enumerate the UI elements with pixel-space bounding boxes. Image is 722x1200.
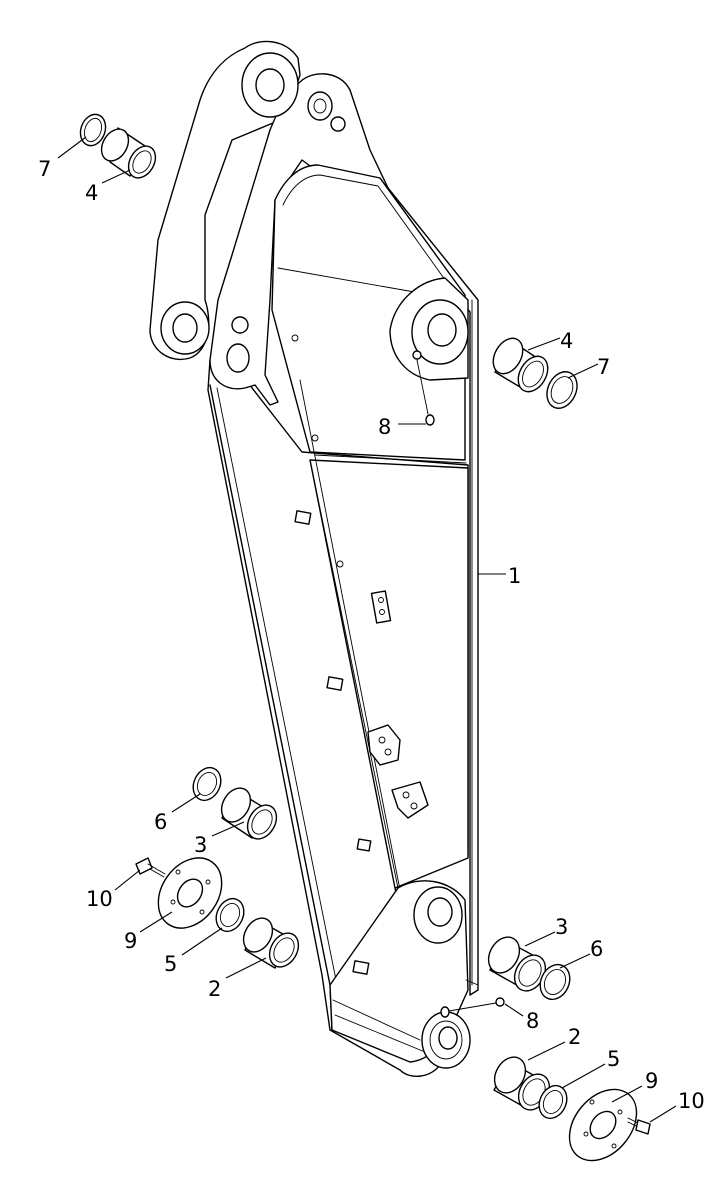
bushing-bottom-right (493, 1056, 551, 1111)
boss-top-front (307, 91, 333, 121)
grease-fitting-upper (412, 350, 435, 426)
arm-lower-face (309, 459, 469, 889)
arm-assembly (149, 40, 479, 1077)
callout-2-left: 2 (208, 977, 221, 1001)
leader-7-left (57, 136, 87, 159)
leader-2-left (225, 957, 267, 979)
callout-6-right: 6 (590, 937, 603, 961)
callout-5-left: 5 (164, 952, 177, 976)
boss-left-front (226, 343, 250, 373)
bracket-1 (367, 724, 401, 766)
seal-right-lower (539, 963, 571, 1001)
plate-bottom-right (568, 1088, 638, 1162)
callout-4-upper-left: 4 (85, 181, 98, 205)
callout-7-upper-right: 7 (597, 355, 610, 379)
leader-5-left (181, 927, 223, 956)
pad-1 (294, 510, 312, 525)
bracket-2 (391, 781, 429, 819)
leader-3-right (524, 931, 556, 947)
leader-9-right (611, 1085, 643, 1103)
pad-2 (370, 590, 392, 624)
leader-10-right (649, 1105, 677, 1123)
callout-4-upper-right: 4 (560, 329, 573, 353)
leader-4-left (101, 169, 131, 184)
leader-9-left (139, 911, 173, 933)
callout-9-right: 9 (645, 1069, 658, 1093)
bushing-right-lower (487, 936, 547, 992)
seal-bottom-right (538, 1084, 568, 1120)
grease-fitting-lower (440, 997, 505, 1018)
leader-lines (57, 136, 677, 1123)
callout-9-left: 9 (124, 929, 137, 953)
leader-6-left (171, 793, 201, 813)
leader-7-right (567, 363, 599, 379)
bolt-lower-left (135, 857, 166, 878)
seal-mid-left (192, 766, 222, 802)
arm-front-face (271, 164, 466, 461)
callout-6-left: 6 (154, 810, 167, 834)
callout-8-upper: 8 (378, 415, 391, 439)
leader-2-right (527, 1041, 566, 1061)
plate-lower-left (157, 857, 223, 929)
bolt-bottom-right (627, 1117, 651, 1135)
leader-10-left (114, 869, 141, 891)
leader-4-right (527, 337, 561, 351)
pad-3 (326, 676, 344, 691)
arm-front-plate (209, 73, 479, 996)
callout-5-right: 5 (607, 1047, 620, 1071)
seal-upper-right (546, 371, 578, 409)
bushing-lower-left (242, 917, 300, 969)
callout-10-left: 10 (86, 887, 113, 911)
callout-10-right: 10 (678, 1089, 705, 1113)
callout-2-right: 2 (568, 1025, 581, 1049)
leader-5-right (561, 1063, 606, 1089)
callout-1: 1 (508, 564, 521, 588)
pad-4 (356, 838, 372, 852)
callout-3-left: 3 (194, 833, 207, 857)
callout-7-upper-left: 7 (38, 157, 51, 181)
seal-lower-left (215, 897, 245, 933)
bushing-upper-left (100, 127, 157, 179)
leader-3-left (211, 821, 245, 837)
pad-5 (352, 960, 370, 975)
callout-labels: 7 4 4 7 8 1 6 3 10 9 5 2 3 6 8 2 5 9 10 (38, 157, 705, 1113)
arm-back-plate (149, 40, 301, 360)
seal-upper-left (79, 113, 107, 147)
callout-8-lower: 8 (526, 1009, 539, 1033)
bushing-mid-left (220, 787, 278, 840)
bushing-upper-right (492, 337, 549, 393)
leader-6-right (559, 953, 591, 969)
leader-8-lower (504, 1003, 524, 1017)
callout-3-right: 3 (555, 915, 568, 939)
